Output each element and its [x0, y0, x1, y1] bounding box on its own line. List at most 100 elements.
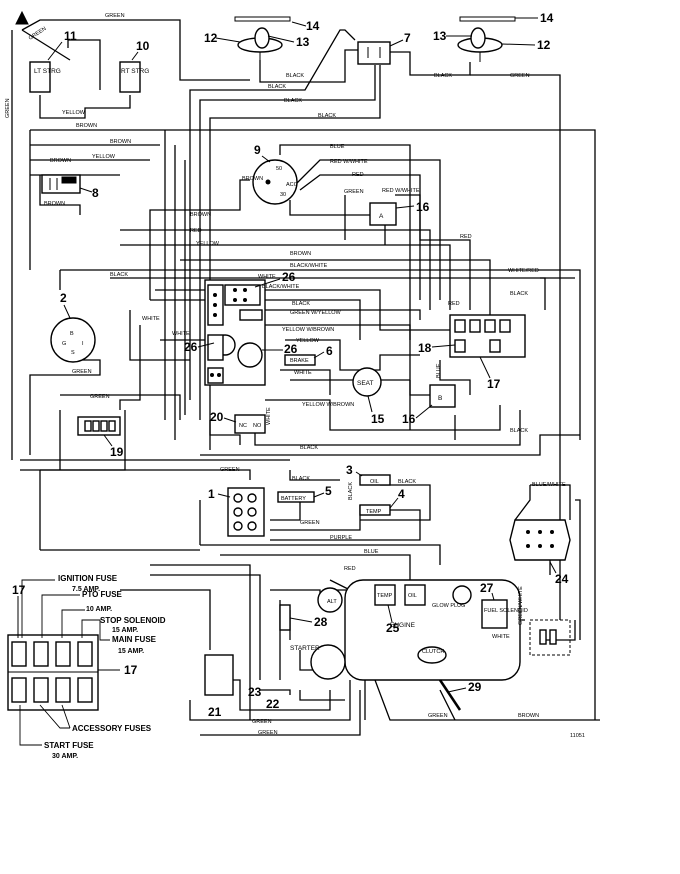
oil-sender-3: OIL — [359, 474, 391, 486]
wl-blue-3: BLUE — [364, 549, 379, 555]
fuse-legend: IGNITION FUSE 7.5 AMP. PTO FUSE 10 AMP. … — [7, 574, 166, 760]
num-20: 20 — [210, 410, 224, 424]
wl-black-8: BLACK — [398, 479, 416, 485]
engine-block: ENGINE TEMP OIL GLOW PLUG FUEL SOLENOID … — [344, 579, 528, 681]
num-12b: 12 — [537, 38, 551, 52]
glow-plug-label: GLOW PLUG — [432, 603, 465, 609]
num-3: 3 — [346, 463, 353, 477]
num-9: 9 — [254, 143, 261, 157]
wl-brown-3: BROWN — [50, 158, 71, 164]
brake-switch-6: BRAKE — [284, 354, 316, 366]
sw2-b-label: B — [70, 331, 74, 337]
wires — [11, 19, 600, 736]
wl-white-5: WHITE — [266, 407, 272, 425]
wl-black-4: BLACK — [510, 291, 528, 297]
wl-brown-4: BROWN — [44, 201, 65, 207]
switch-20: NC NO — [234, 414, 266, 434]
module-7 — [357, 41, 391, 65]
wl-black-white-1: BLACK/WHITE — [290, 263, 328, 269]
wl-yellow-3: YELLOW — [196, 241, 220, 247]
diode-right — [529, 619, 571, 656]
wl-black-5: BLACK — [300, 445, 318, 451]
sw2-s-label: S — [71, 350, 75, 356]
num-8: 8 — [92, 186, 99, 200]
main-amp-label: 15 AMP. — [118, 648, 144, 655]
wl-green-vert: GREEN — [5, 98, 11, 118]
wl-brown-5: BROWN — [242, 176, 263, 182]
brake-label: BRAKE — [290, 358, 309, 364]
wl-black-6: BLACK — [510, 428, 528, 434]
switch-block-26 — [204, 279, 266, 386]
num-6: 6 — [326, 344, 333, 358]
num-13b: 13 — [433, 29, 447, 43]
pto-amp-label: 10 AMP. — [86, 606, 112, 613]
wl-black-top2: BLACK — [284, 98, 302, 104]
wl-green-2: GREEN — [72, 369, 92, 375]
num-21: 21 — [208, 705, 222, 719]
sw9-30-label: 30 — [280, 192, 286, 198]
wl-green-white: GREEN/WHITE — [518, 586, 524, 625]
wl-green-6: GREEN — [252, 719, 272, 725]
connector-8 — [41, 174, 81, 194]
num-16a: 16 — [416, 200, 430, 214]
wl-red-3: RED — [460, 234, 472, 240]
num-26c: 26 — [284, 342, 298, 356]
headlight-right — [457, 16, 516, 62]
wl-purple: PURPLE — [330, 535, 352, 541]
ignition-switch-2: B G I S — [50, 317, 96, 363]
wl-brown-6: BROWN — [190, 212, 211, 218]
num-22: 22 — [266, 697, 280, 711]
starter-motor: STARTER — [290, 644, 346, 680]
wl-black-9: BLACK — [348, 482, 354, 500]
num-1: 1 — [208, 487, 215, 501]
nc-label: NC — [239, 423, 247, 429]
wl-green-4: GREEN — [220, 467, 240, 473]
num-12a: 12 — [204, 31, 218, 45]
ignition-amp-label: 7.5 AMP. — [72, 586, 100, 593]
battery-21 — [204, 654, 234, 696]
figure-id: 11051 — [570, 733, 585, 739]
num-15: 15 — [371, 412, 385, 426]
key-switch-9: 50 ACC 30 — [252, 159, 298, 205]
wl-red-white-16: RED W/WHITE — [382, 188, 420, 194]
temp-engine-label: TEMP — [377, 593, 393, 599]
wl-green-w-yellow: GREEN W/YELLOW — [290, 310, 342, 316]
wl-green-3: GREEN — [90, 394, 110, 400]
callout-numbers: 11 10 14 12 13 7 14 13 12 8 9 16 2 26 26… — [12, 11, 569, 719]
connector-18 — [449, 314, 526, 358]
wl-blue-white: BLUE/WHITE — [532, 482, 566, 488]
wl-black-7c: BLACK — [292, 476, 310, 482]
wl-yellow-w-brown-1: YELLOW W/BROWN — [282, 327, 334, 333]
wl-red-white-1: RED W/WHITE — [330, 159, 368, 165]
relay-a-label: A — [379, 213, 384, 220]
seat-switch-15: SEAT — [352, 367, 382, 397]
fuse-row-top — [11, 641, 93, 667]
relay-b-label: B — [438, 395, 442, 402]
wl-black-3: BLACK — [292, 301, 310, 307]
num-13a: 13 — [296, 35, 310, 49]
num-23: 23 — [248, 685, 262, 699]
wl-brown-7: BROWN — [518, 713, 539, 719]
wl-red-2: RED — [190, 228, 202, 234]
sw2-i-label: I — [82, 341, 84, 347]
fuel-solenoid-label: FUEL SOLENOID — [484, 608, 528, 614]
wl-black-white-2: BLACK/WHITE — [262, 284, 300, 290]
num-27: 27 — [480, 581, 494, 595]
num-24: 24 — [555, 572, 569, 586]
wl-black-mid: BLACK — [110, 272, 128, 278]
num-2: 2 — [60, 291, 67, 305]
alternator-28: ALT — [279, 587, 343, 631]
wl-black-7: BLACK — [286, 73, 304, 79]
num-16b: 16 — [402, 412, 416, 426]
wl-blue-2: BLUE — [436, 363, 442, 378]
num-4: 4 — [398, 487, 405, 501]
engine-label: ENGINE — [390, 622, 416, 629]
num-28: 28 — [314, 615, 328, 629]
wl-white-6: WHITE — [492, 634, 510, 640]
temp-label: TEMP — [366, 509, 382, 515]
wl-red-1: RED — [352, 172, 364, 178]
battery-label: BATTERY — [281, 496, 306, 502]
num-14b: 14 — [540, 11, 554, 25]
num-18: 18 — [418, 341, 432, 355]
